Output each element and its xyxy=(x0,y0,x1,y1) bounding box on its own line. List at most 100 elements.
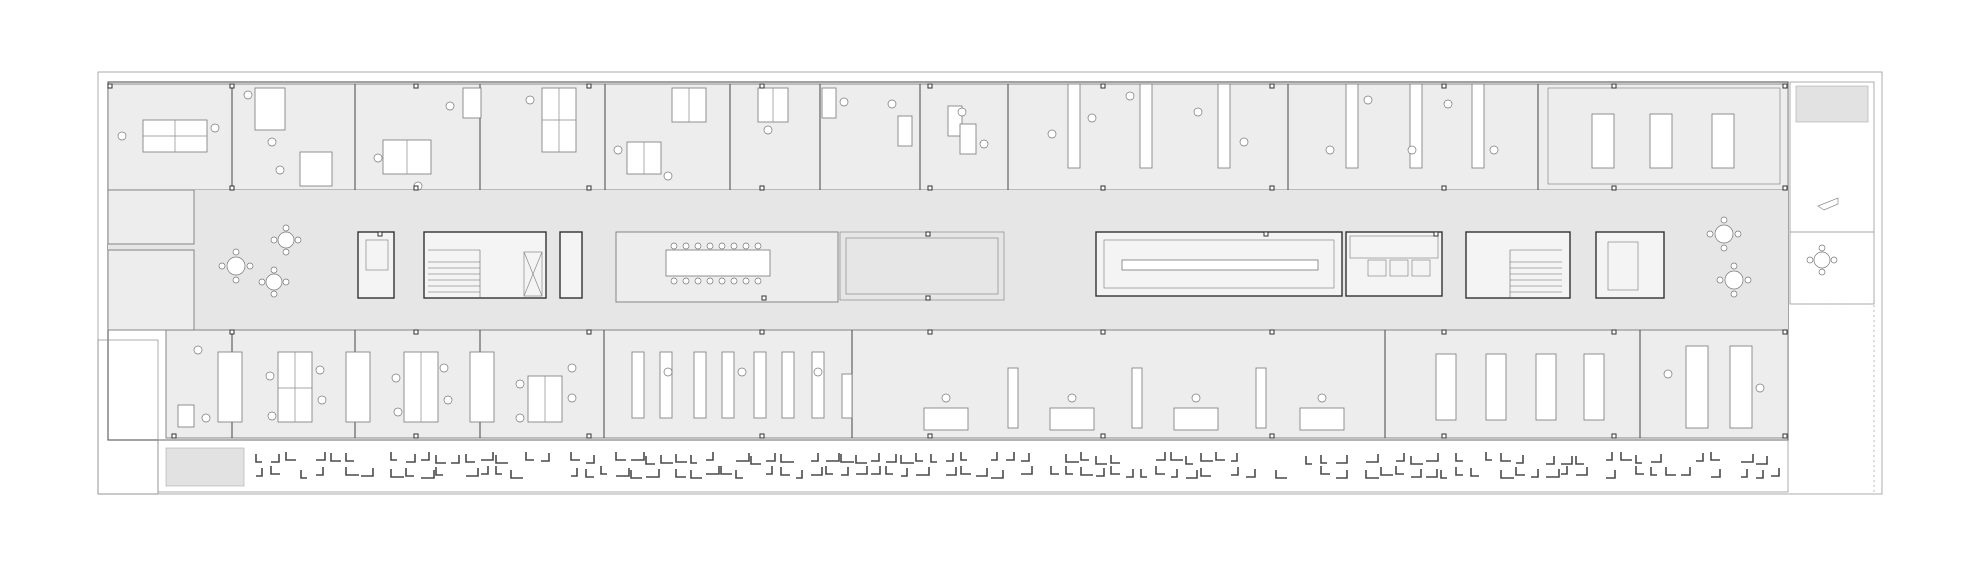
planter-mark xyxy=(1500,470,1514,479)
planter-mark xyxy=(915,453,923,462)
planter-mark xyxy=(991,470,1004,479)
planter-mark xyxy=(1485,452,1492,461)
planter-mark xyxy=(285,452,296,461)
planter-mark xyxy=(1336,455,1348,464)
west-entry-strip xyxy=(97,339,159,495)
planter-mark xyxy=(960,466,971,475)
planter-mark xyxy=(481,452,494,461)
planter-mark xyxy=(390,469,404,478)
planter-mark xyxy=(1021,453,1030,462)
planter-mark xyxy=(390,452,397,461)
planter-mark xyxy=(1741,469,1748,478)
planter-mark xyxy=(300,470,307,479)
planter-mark xyxy=(690,470,702,479)
planter-mark xyxy=(481,466,489,475)
planter-mark xyxy=(406,454,416,463)
planter-mark xyxy=(645,456,655,465)
planter-mark xyxy=(1366,454,1379,463)
planter-mark xyxy=(930,454,937,463)
planter-mark xyxy=(1140,469,1147,478)
planter-mark xyxy=(1426,453,1439,462)
south-chairs xyxy=(193,345,1765,423)
planter-mark xyxy=(736,453,750,462)
core-elevator-east xyxy=(1595,231,1665,299)
planter-mark xyxy=(256,468,263,477)
planter-mark xyxy=(1500,453,1511,462)
planter-mark xyxy=(1711,469,1721,478)
planter-mark xyxy=(345,453,354,462)
planter-mark xyxy=(1576,467,1588,476)
planter-mark xyxy=(901,468,908,477)
planter-mark xyxy=(405,468,414,477)
planter-mark xyxy=(871,453,880,462)
planter-mark xyxy=(1080,452,1089,461)
planter-mark xyxy=(1231,453,1238,462)
planter-mark xyxy=(1215,452,1225,461)
planter-mark xyxy=(421,452,430,461)
planter-mark xyxy=(1561,456,1573,465)
planter-mark xyxy=(1455,467,1463,476)
planter-mark xyxy=(780,454,794,463)
planter-mark xyxy=(600,466,607,475)
planter-mark xyxy=(1756,470,1764,479)
core-elevator-west xyxy=(357,231,395,299)
planter-mark xyxy=(570,452,580,461)
planter-mark xyxy=(1305,456,1312,465)
annex-boundary-dashed xyxy=(1790,303,1875,495)
planter-mark xyxy=(840,454,854,463)
planter-mark xyxy=(690,455,697,464)
atrium-void-inner xyxy=(845,237,999,295)
planter-mark xyxy=(345,467,359,476)
planter-mark xyxy=(750,456,761,465)
planter-mark xyxy=(780,467,790,476)
planter-mark xyxy=(1635,466,1644,475)
terrace-planter-marks xyxy=(255,452,1780,479)
planter-mark xyxy=(1606,470,1616,479)
planter-mark xyxy=(1455,453,1463,462)
planter-mark xyxy=(1320,466,1330,475)
west-room-lower xyxy=(107,249,195,331)
reception-counter xyxy=(1095,231,1343,297)
north-office-band xyxy=(107,83,1789,191)
planter-mark xyxy=(586,455,595,464)
planter-mark xyxy=(1050,466,1059,475)
planter-mark xyxy=(1396,453,1405,462)
planter-mark xyxy=(855,455,867,464)
planter-mark xyxy=(660,455,673,464)
south-terrace xyxy=(157,439,1789,493)
planter-mark xyxy=(1516,455,1524,464)
north-partitions xyxy=(231,84,1539,190)
planter-mark xyxy=(571,468,578,477)
planter-mark xyxy=(706,466,720,475)
north-chairs xyxy=(117,90,1499,191)
planter-mark xyxy=(1650,467,1657,476)
planter-mark xyxy=(720,466,732,475)
planter-mark xyxy=(825,466,833,475)
lounge-tables xyxy=(218,216,1752,298)
planter-mark xyxy=(1126,469,1134,478)
planter-mark xyxy=(826,453,840,462)
planter-mark xyxy=(1096,468,1105,477)
planter-mark xyxy=(960,452,967,461)
planter-mark xyxy=(976,468,988,477)
planter-mark xyxy=(1246,469,1256,478)
planter-mark xyxy=(1411,469,1422,478)
planter-mark xyxy=(631,452,645,461)
planter-mark xyxy=(361,468,374,477)
planter-mark xyxy=(811,453,819,462)
planter-mark xyxy=(946,453,954,462)
planter-mark xyxy=(991,452,998,461)
planter-mark xyxy=(435,455,446,464)
planter-mark xyxy=(1021,466,1033,475)
planter-mark xyxy=(1606,452,1613,461)
planter-mark xyxy=(1365,470,1379,479)
planter-mark xyxy=(466,468,479,477)
planter-mark xyxy=(1186,470,1198,479)
planter-mark xyxy=(1635,455,1642,464)
planter-mark xyxy=(495,455,508,464)
planter-mark xyxy=(735,470,743,479)
planter-mark xyxy=(1080,467,1093,476)
planter-mark xyxy=(1546,456,1555,465)
planter-mark xyxy=(1426,469,1438,478)
